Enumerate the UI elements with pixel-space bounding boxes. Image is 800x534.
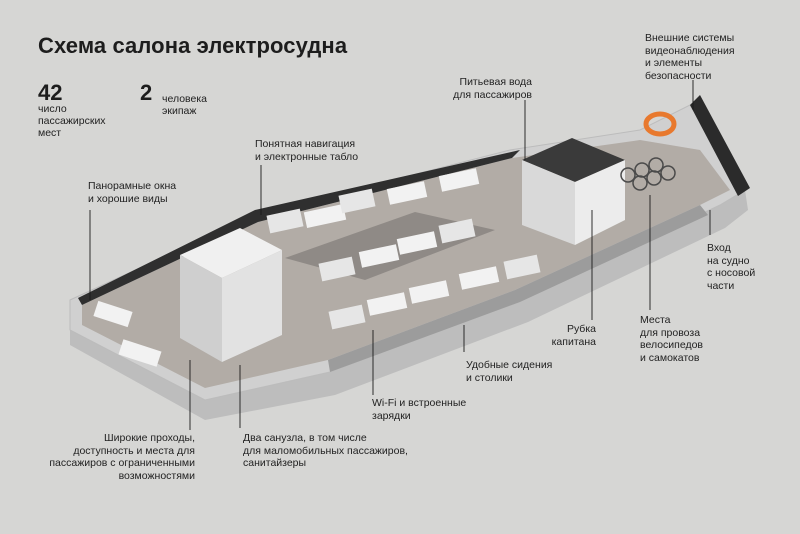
label-wifi: Wi-Fi и встроенные зарядки <box>372 397 467 422</box>
captain-cabin-left <box>522 160 575 245</box>
label-water: Питьевая вода для пассажиров <box>453 76 532 101</box>
cabin-wall-bow <box>690 95 750 196</box>
toilet-block-right <box>222 250 282 362</box>
leader-lines <box>89 80 711 430</box>
label-aisles: Широкие проходы, доступность и места для… <box>49 432 195 482</box>
label-cameras: Внешние системы видеонаблюдения и элемен… <box>645 32 735 82</box>
lifebuoy <box>643 111 677 137</box>
label-navigation: Понятная навигация и электронные табло <box>255 138 359 163</box>
label-entrance: Вход на судно с носовой части <box>707 242 756 292</box>
label-seats: Удобные сидения и столики <box>466 359 553 384</box>
label-bikes: Места для провоза велосипедов и самокато… <box>640 314 703 364</box>
page-title: Схема салона электросудна <box>38 33 348 58</box>
seating-area <box>93 168 541 367</box>
passenger-seats-count: 42 <box>38 80 63 105</box>
crew-label: человека экипаж <box>162 93 208 117</box>
label-toilets: Два санузла, в том числе для маломобильн… <box>243 432 408 469</box>
bicycle-rack <box>620 157 676 191</box>
label-windows: Панорамные окна и хорошие виды <box>88 180 177 205</box>
cabin-wall-front <box>328 205 708 372</box>
captain-cabin-top <box>522 138 625 182</box>
crew-count: 2 <box>140 80 153 105</box>
toilet-block-left <box>180 255 222 362</box>
passenger-seats-label: число пассажирских мест <box>38 103 106 139</box>
label-cabin: Рубка капитана <box>551 323 596 348</box>
toilet-block-top <box>180 228 282 278</box>
captain-cabin-right <box>575 160 625 245</box>
cabin-wall-back <box>78 150 520 305</box>
